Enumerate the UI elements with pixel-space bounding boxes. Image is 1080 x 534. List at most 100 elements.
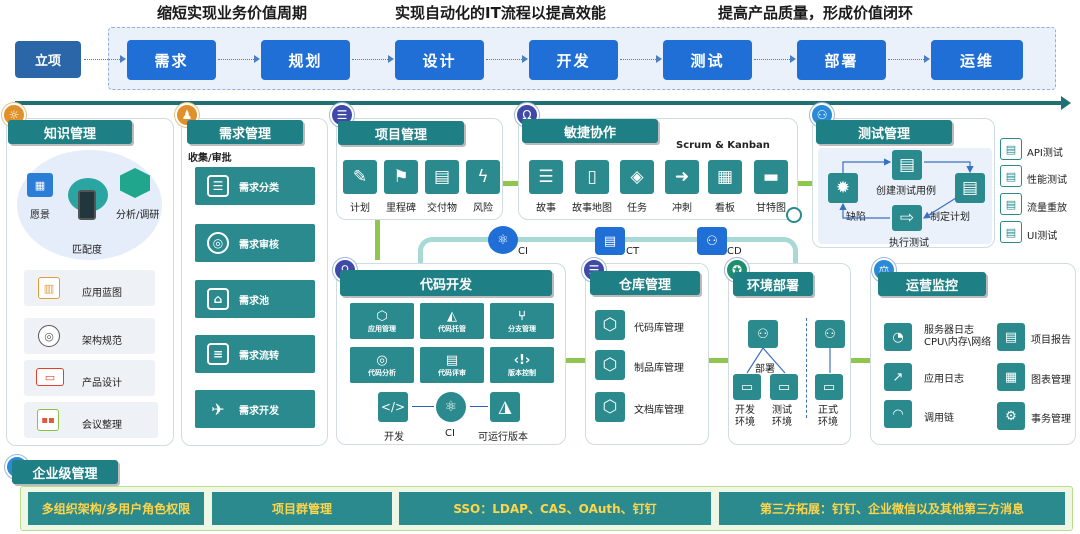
server-log-label[interactable]: 服务器日志 CPU\内存\网络 [924,325,992,348]
agile-title: 敏捷协作 [522,119,658,143]
vision-label: 愿景 [30,210,50,221]
sprint-label: 冲刺 [672,203,692,214]
req-item-label: 需求开发 [239,405,279,417]
arrow [888,55,930,63]
database-icon: ☰ [207,175,229,197]
flow-arrow [470,406,488,407]
line-chart-icon: ↗ [884,363,912,391]
code-brackets-icon: ‹!› [513,352,531,368]
phase-operations[interactable]: 运维 [931,40,1023,80]
app-manage-tile[interactable]: ⬡应用管理 [350,303,414,339]
flow-ci-label: CI [445,428,455,439]
phase-requirement[interactable]: 需求 [127,40,216,80]
gauge-icon: ◠ [884,400,912,428]
enterprise-item-program[interactable]: 项目群管理 [212,492,392,525]
arrow [754,55,796,63]
code-analysis-tile[interactable]: ◎代码分析 [350,347,414,383]
map-icon: ▯ [575,160,609,194]
req-item-pool[interactable]: ⌂需求池 [195,280,315,318]
tile-label: 版本控制 [508,368,536,377]
code-review-tile[interactable]: ▤代码评审 [420,347,484,383]
doc-repo-icon: ⬡ [595,392,625,422]
tile-label: 应用管理 [368,324,396,333]
timeline-arrow [15,96,1071,110]
phase-development[interactable]: 开发 [529,40,618,80]
hexagon-icon: ⬡ [376,308,388,324]
env-title: 环境部署 [733,272,813,296]
test-env-label[interactable]: 测试 环境 [772,405,792,428]
tile-label: 代码托管 [438,324,466,333]
phase-design[interactable]: 设计 [395,40,484,80]
api-test-label[interactable]: API测试 [1027,148,1063,159]
phone-icon [78,190,96,220]
req-item-label: 需求分类 [239,182,279,194]
connector [797,181,815,186]
create-case-label: 创建测试用例 [876,186,936,197]
phase-deploy[interactable]: 部署 [797,40,886,80]
app-log-label[interactable]: 应用日志 [924,374,964,385]
prod-flow-icon: ⚇ [815,320,845,348]
phase-testing[interactable]: 测试 [663,40,752,80]
plan-doc-icon: ▤ [955,173,985,203]
gantt-icon: ▬ [754,160,788,194]
req-item-classify[interactable]: ☰ 需求分类 [195,167,315,205]
pie-chart-icon: ◔ [884,323,912,351]
enterprise-item-sso[interactable]: SSO：LDAP、CAS、OAuth、钉钉 [399,492,711,525]
phase-start[interactable]: 立项 [15,41,81,78]
deliverable-label: 交付物 [427,203,457,214]
enterprise-item-thirdparty[interactable]: 第三方拓展：钉钉、企业微信以及其他第三方消息 [719,492,1065,525]
dev-env-label[interactable]: 开发 环境 [735,405,755,428]
monitor-icon: ▭ [36,368,64,386]
target-icon: ◎ [207,232,229,254]
doc-repo-label[interactable]: 文档库管理 [634,405,684,416]
ci-flow-icon: ⚛ [436,392,466,422]
branch-tile[interactable]: ⑂分支管理 [490,303,554,339]
box-icon [120,168,150,198]
tile-label: 代码评审 [438,368,466,377]
refresh-icon [786,207,802,223]
code-host-tile[interactable]: ◭代码托管 [420,303,484,339]
gantt-label: 甘特图 [756,203,786,214]
branch-icon: ⑂ [518,308,526,324]
knowledge-title: 知识管理 [8,120,132,144]
connector [490,181,522,186]
connector [851,358,871,363]
phase-planning[interactable]: 规划 [261,40,350,80]
req-item-flow[interactable]: ≡需求流转 [195,335,315,373]
req-item-label: 需求审核 [239,239,279,251]
tile-label: 分支管理 [508,324,536,333]
cd-icon: ⚇ [697,227,727,255]
code-title: 代码开发 [340,270,552,296]
goal-title-3: 提高产品质量，形成价值闭环 [718,4,914,22]
chart-manage-label[interactable]: 图表管理 [1031,375,1071,386]
report-icon: ▤ [997,323,1025,351]
gears-icon: ⚙ [997,402,1025,430]
version-tile[interactable]: ‹!›版本控制 [490,347,554,383]
ui-test-label[interactable]: UI测试 [1027,231,1058,242]
req-item-review[interactable]: ◎ 需求审核 [195,224,315,262]
risk-label: 风险 [473,203,493,214]
perf-test-label[interactable]: 性能测试 [1027,175,1067,186]
enterprise-item-org[interactable]: 多组织架构/多用户角色权限 [28,492,204,525]
deploy-flow-icon: ⚇ [748,320,778,348]
globe-icon: ◎ [38,325,60,347]
req-item-dev[interactable]: ✈需求开发 [195,390,315,428]
sprint-icon: ➜ [665,160,699,194]
product-label: 产品设计 [82,378,122,389]
runnable-icon: ◮ [490,392,520,422]
requirement-subtitle: 收集/审批 [188,153,232,164]
arrow [84,55,126,63]
replay-label[interactable]: 流量重放 [1027,203,1067,214]
transaction-label[interactable]: 事务管理 [1031,414,1071,425]
ui-test-icon: ▤ [1000,221,1022,243]
artifact-repo-icon: ⬡ [595,350,625,380]
call-chain-label[interactable]: 调用链 [924,413,954,424]
requirement-title: 需求管理 [187,120,303,144]
fox-icon: ◭ [447,308,457,324]
project-report-label[interactable]: 项目报告 [1031,335,1071,346]
artifact-repo-label[interactable]: 制品库管理 [634,363,684,374]
deploy-label: 部署 [755,364,775,375]
code-repo-label[interactable]: 代码库管理 [634,323,684,334]
code-repo-icon: ⬡ [595,310,625,340]
prod-env-label[interactable]: 正式 环境 [818,405,838,428]
